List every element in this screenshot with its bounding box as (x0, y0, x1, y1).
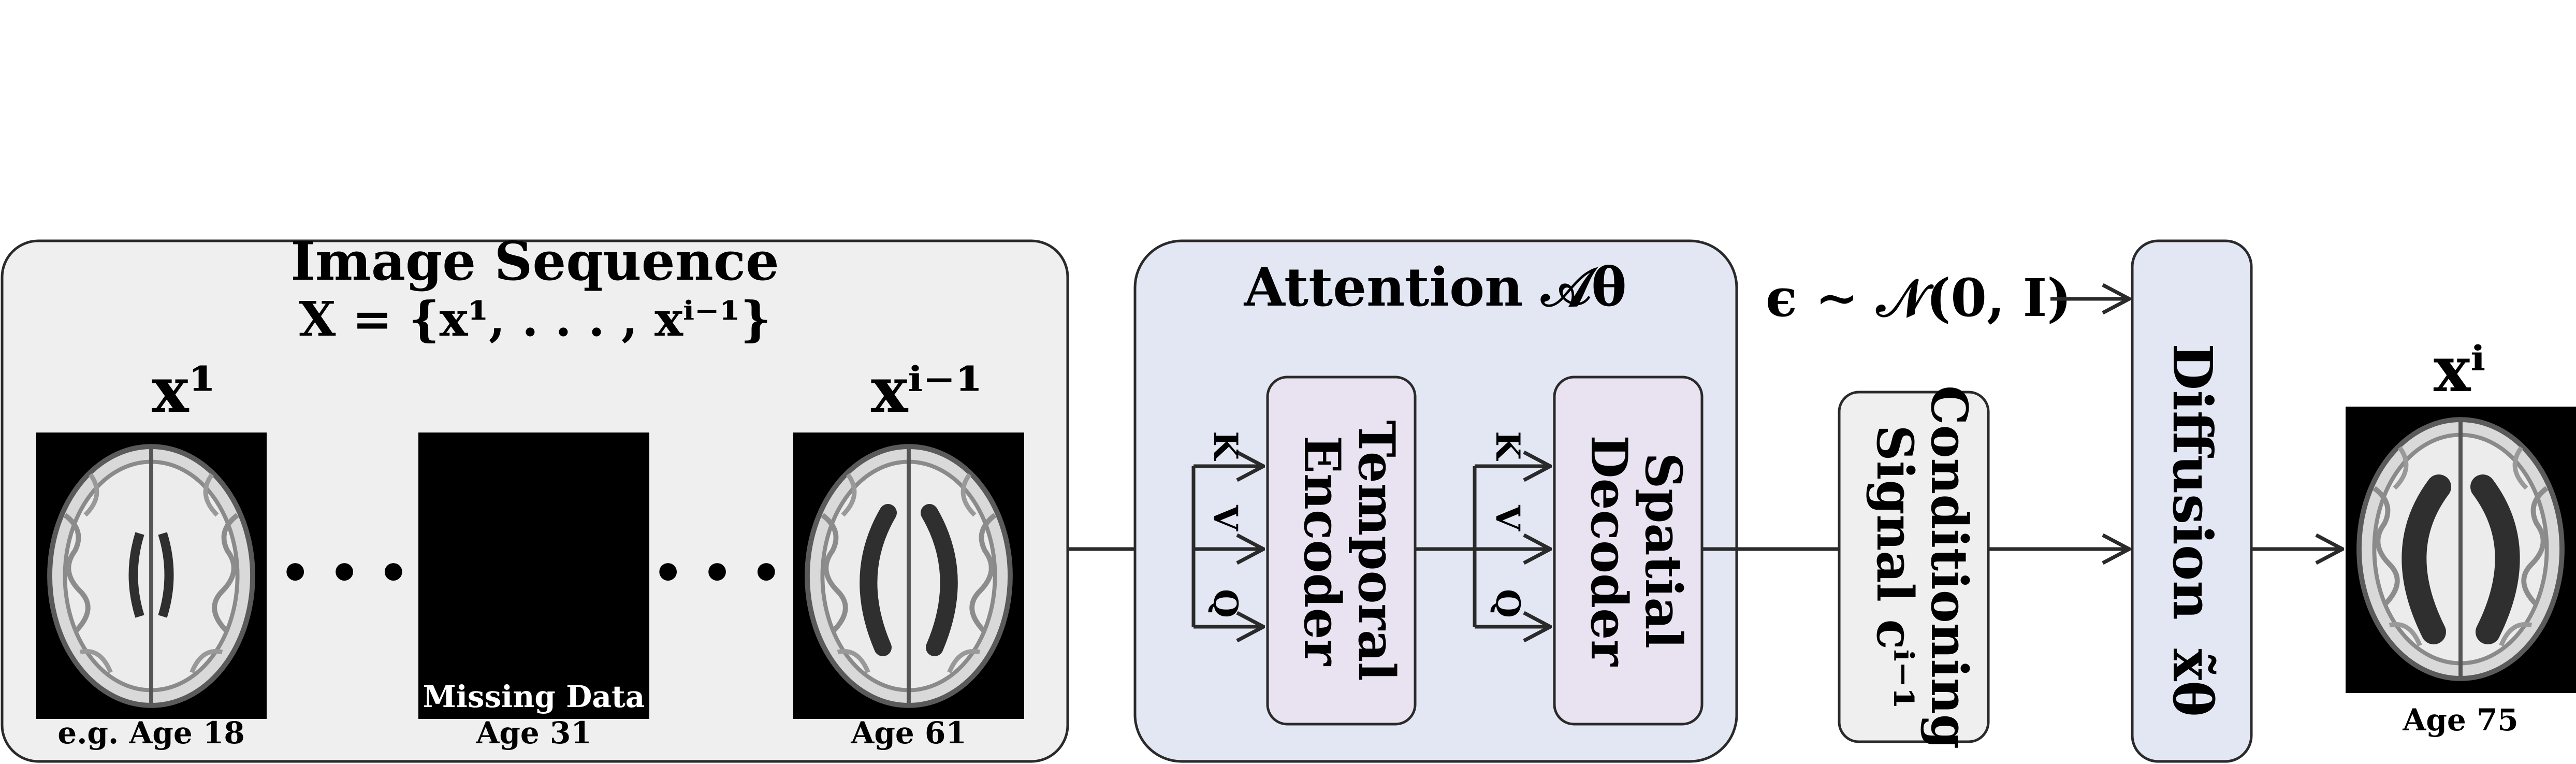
output-label: xⁱ (2434, 333, 2485, 406)
conditioning-label-line2: Signal cⁱ⁻¹ (1866, 425, 1924, 710)
brain-scan-age-18 (36, 433, 267, 719)
kvq-k-temporal: K (1206, 431, 1245, 461)
kvq-k-spatial: K (1488, 431, 1527, 461)
age-label-middle: Age 31 (475, 715, 591, 751)
ellipsis-left: • • • (280, 544, 410, 602)
missing-data-image (418, 433, 649, 719)
age-label-last: Age 61 (850, 715, 966, 751)
kvq-branches-spatial (1473, 466, 1550, 627)
kvq-v-spatial: V (1488, 504, 1527, 531)
temporal-encoder-label-line1: Temporal (1347, 420, 1406, 681)
ellipsis-right: • • • (652, 544, 782, 602)
brain-scan-age-75 (2346, 407, 2576, 693)
attention-title: Attention 𝒜θ (1244, 256, 1627, 319)
kvq-q-temporal: Q (1206, 589, 1245, 618)
missing-data-text: Missing Data (423, 679, 645, 714)
diffusion-model-symbol: x̃θ (2161, 648, 2224, 716)
output-age-label: Age 75 (2402, 702, 2518, 738)
kvq-branches-temporal (1191, 466, 1263, 627)
brain-scan-age-61 (793, 433, 1024, 719)
image-sequence-title: Image Sequence (290, 230, 779, 293)
kvq-v-temporal: V (1206, 504, 1245, 531)
last-image-label: xⁱ⁻¹ (871, 354, 983, 427)
age-label-first: e.g. Age 18 (57, 715, 244, 751)
first-image-label: x¹ (152, 354, 216, 427)
spatial-decoder-label-line1: Spatial (1634, 453, 1693, 648)
conditioning-signal-block (1838, 391, 1990, 743)
conditioning-label-line1: Conditioning (1920, 385, 1978, 749)
diffusion-label: Diffusion (2161, 343, 2224, 620)
diffusion-block (2131, 239, 2253, 763)
image-sequence-formula: X = {x¹, . . . , xⁱ⁻¹} (299, 291, 771, 347)
temporal-encoder-label-line2: Encoder (1293, 436, 1351, 667)
spatial-decoder-label-line2: Decoder (1580, 435, 1638, 667)
kvq-q-spatial: Q (1488, 589, 1527, 618)
noise-label: ϵ ∼ 𝒩(0, I) (1766, 267, 2072, 328)
